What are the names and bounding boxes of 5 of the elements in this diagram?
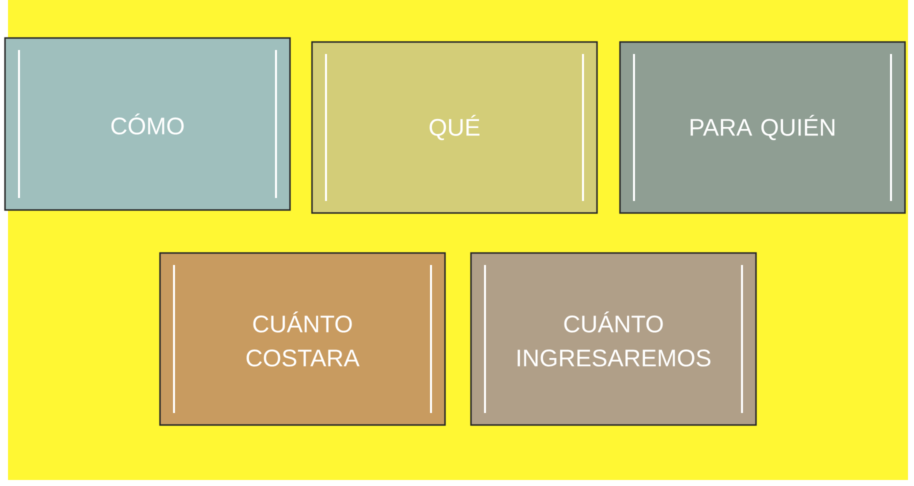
text-box: CÓMO [4,37,291,211]
text-box: PARA QUIÉN [619,41,906,214]
text-box: CUÁNTO INGRESAREMOS [470,252,757,426]
text-box: QUÉ [311,41,598,214]
text-box: CUÁNTO COSTARA [159,252,446,426]
